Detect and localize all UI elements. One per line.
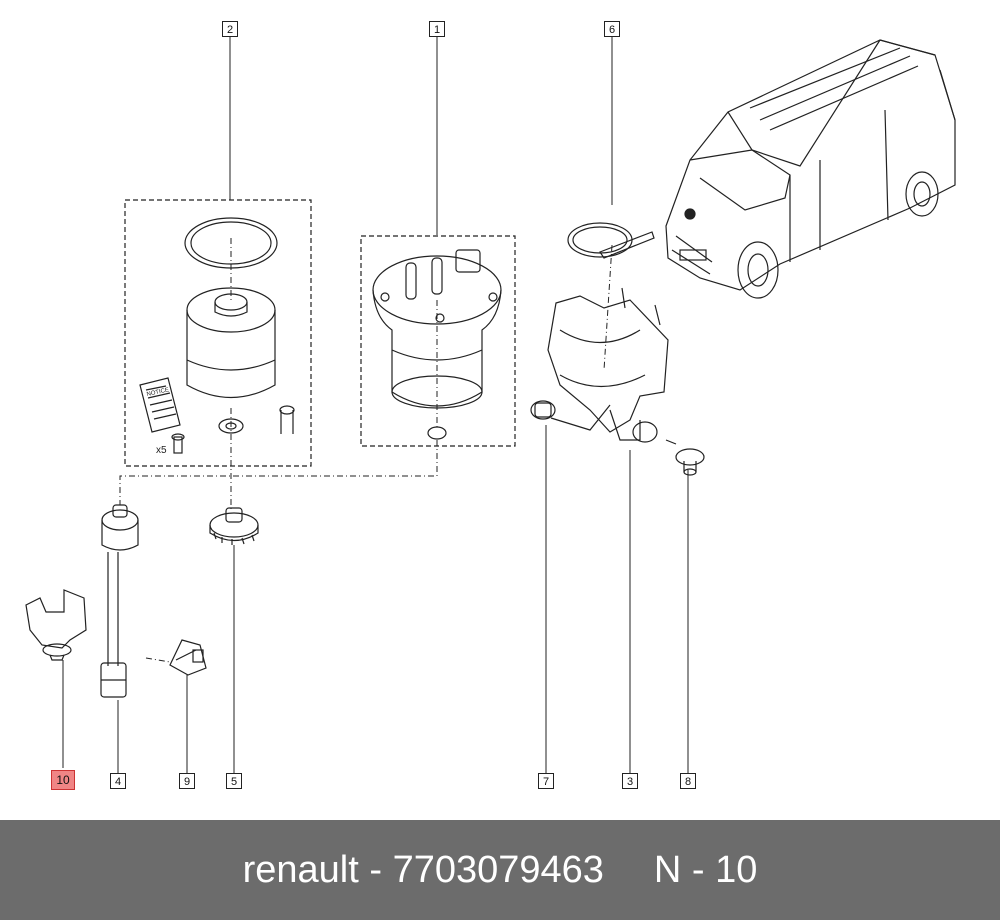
parts-diagram: NOTICE x5 xyxy=(25,37,956,773)
brand-part-number: renault - 7703079463 xyxy=(242,848,604,891)
kit-box-1 xyxy=(360,235,516,447)
page-reference: N - 10 xyxy=(653,848,758,891)
van-illustration xyxy=(665,39,956,299)
notice-label: NOTICE xyxy=(146,387,169,398)
bracket-screw xyxy=(665,439,705,476)
callout-5[interactable]: 5 xyxy=(226,773,242,789)
sensor-connector xyxy=(169,639,207,676)
callout-6[interactable]: 6 xyxy=(604,21,620,37)
callout-3[interactable]: 3 xyxy=(622,773,638,789)
callout-7[interactable]: 7 xyxy=(538,773,554,789)
callout-8[interactable]: 8 xyxy=(680,773,696,789)
drain-screw xyxy=(209,507,259,545)
filter-element-kit xyxy=(139,217,295,454)
kit-box-2 xyxy=(124,199,312,467)
hose-clip xyxy=(530,400,611,431)
callout-9[interactable]: 9 xyxy=(179,773,195,789)
footer-bar: renault - 7703079463 N - 10 xyxy=(0,820,1000,920)
cable-tie xyxy=(567,222,655,259)
callout-2[interactable]: 2 xyxy=(222,21,238,37)
water-sensor xyxy=(100,504,139,698)
sensor-clip xyxy=(25,589,87,661)
callout-4[interactable]: 4 xyxy=(110,773,126,789)
callout-10[interactable]: 10 xyxy=(51,770,75,790)
fuel-filter-housing xyxy=(372,249,502,440)
filter-bracket xyxy=(547,287,669,443)
quantity-label: x5 xyxy=(156,445,167,456)
callout-1[interactable]: 1 xyxy=(429,21,445,37)
